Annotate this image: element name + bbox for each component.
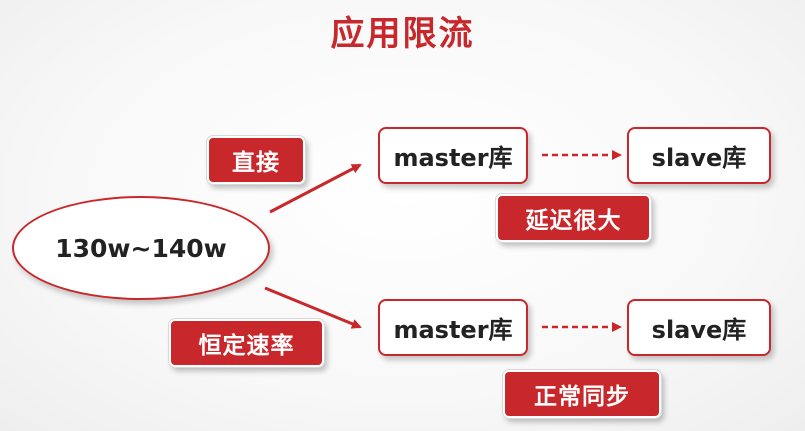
source-label: 130w~140w	[55, 233, 227, 263]
source-ellipse: 130w~140w	[12, 196, 270, 300]
edge-label-direct: 直接	[206, 135, 306, 185]
diagram-title: 应用限流	[330, 14, 475, 54]
arrow-direct	[269, 163, 362, 214]
master-node-bottom: master库	[378, 299, 528, 356]
result-badge-top: 延迟很大	[495, 193, 652, 243]
slave-node-top: slave库	[627, 127, 771, 184]
arrow-constant-rate	[264, 286, 362, 329]
edge-label-constant-rate: 恒定速率	[168, 318, 325, 368]
result-badge-bottom: 正常同步	[502, 369, 662, 419]
master-node-top: master库	[378, 127, 528, 184]
slave-node-bottom: slave库	[627, 299, 771, 356]
